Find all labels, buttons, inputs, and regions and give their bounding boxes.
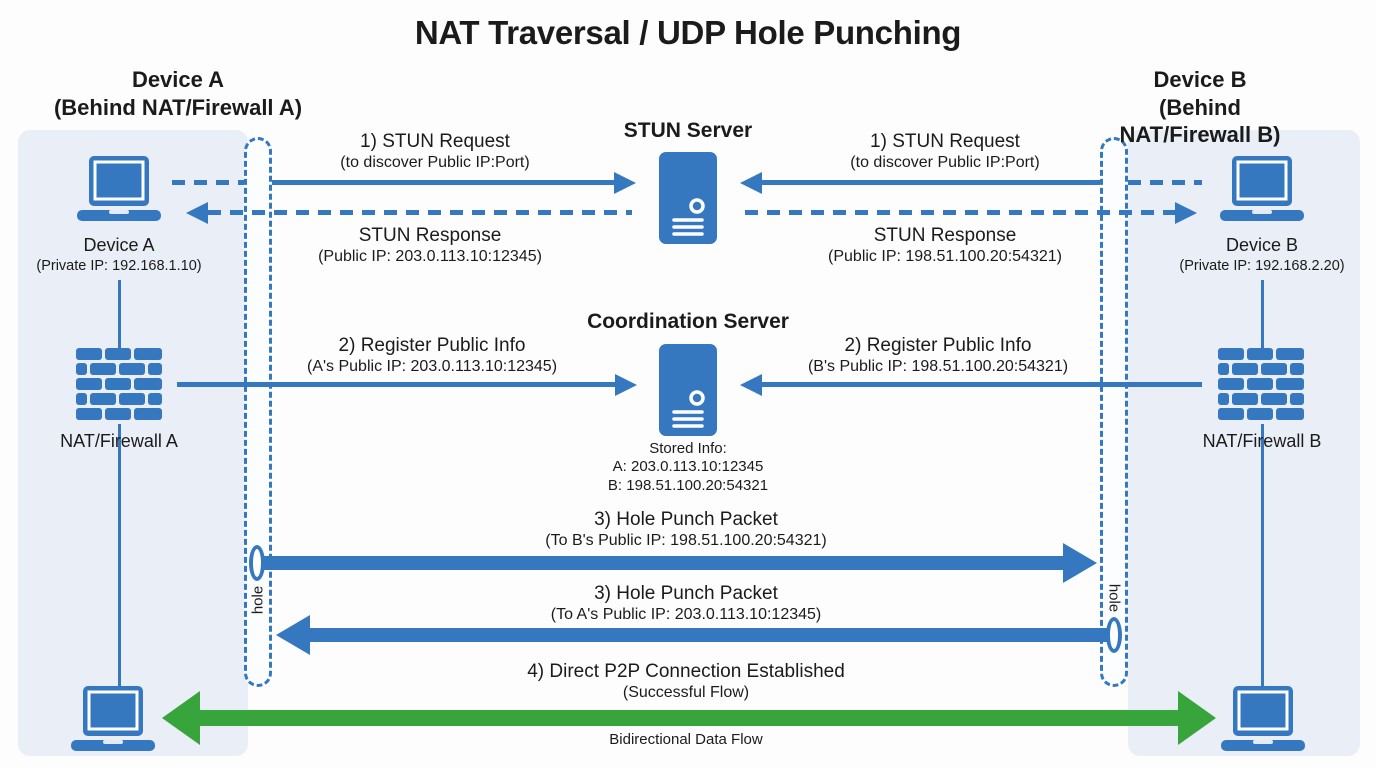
register-b-label: 2) Register Public Info (B's Public IP: … [808,334,1068,377]
p2p-line1: 4) Direct P2P Connection Established [527,661,845,682]
firewall-b-name: NAT/Firewall B [1202,431,1322,451]
stun-response-b-arrowhead [1175,202,1197,224]
firewall-b-to-bottom-link [1261,424,1264,688]
hole-punch-to-a-line2: (To A's Public IP: 203.0.113.10:12345) [550,606,822,624]
p2p-line2: (Successful Flow) [622,684,750,702]
device-b-header-line1: Device B [1153,67,1247,92]
diagram-title: NAT Traversal / UDP Hole Punching [414,14,962,51]
p2p-arrow-shaft [198,710,1180,726]
device-a-ip: (Private IP: 192.168.1.10) [36,258,202,275]
p2p-caption: Bidirectional Data Flow [609,731,762,749]
stun-request-b-arrowhead [740,172,762,194]
stun-request-a-arrow-shaft [272,180,616,185]
stored-info: Stored Info: A: 203.0.113.10:12345 B: 19… [608,440,768,495]
stun-response-a-label: STUN Response (Public IP: 203.0.113.10:1… [318,224,542,267]
device-a-to-firewall-link [118,280,121,350]
device-b-laptop-icon [1220,156,1304,221]
firewall-b-label: NAT/Firewall B [1203,430,1322,453]
firewall-a-name: NAT/Firewall A [60,431,178,451]
register-b-arrow-shaft [762,382,1202,387]
p2p-label: 4) Direct P2P Connection Established (Su… [527,660,845,703]
stun-request-a-line1: 1) STUN Request [360,131,510,152]
hole-punch-to-a-line1: 3) Hole Punch Packet [594,583,778,604]
stun-response-b-dashed-line [745,210,1175,215]
device-a-name: Device A [83,235,155,255]
p2p-arrowhead-left [162,691,200,745]
stun-request-a-dashed-segment [172,180,244,185]
device-b-header-line2: (Behind NAT/Firewall B) [1119,94,1281,148]
hole-punch-to-a-shaft [310,628,1116,642]
nat-a-boundary [244,137,272,687]
stun-request-b-line1: 1) STUN Request [870,131,1020,152]
hole-punch-to-a-label: 3) Hole Punch Packet (To A's Public IP: … [551,582,822,625]
p2p-arrowhead-right [1178,691,1216,745]
p2p-caption-text: Bidirectional Data Flow [609,731,763,748]
register-a-arrow-shaft [177,382,617,387]
firewall-b-icon [1218,348,1304,420]
device-b-ip: (Private IP: 192.168.2.20) [1179,258,1345,275]
nat-a-hole-label: hole [249,585,267,615]
stun-server-label: STUN Server [623,119,753,142]
register-a-label: 2) Register Public Info (A's Public IP: … [307,334,557,377]
device-a-bottom-laptop-icon [71,686,155,751]
stored-info-a: A: 203.0.113.10:12345 [612,458,764,476]
device-a-header-line1: Device A [131,67,225,92]
stun-request-a-line2: (to discover Public IP:Port) [340,154,530,172]
stun-request-a-label: 1) STUN Request (to discover Public IP:P… [340,130,529,173]
stun-response-a-dashed-line [208,210,632,215]
nat-a-hole-opening [249,545,265,581]
hole-punch-to-b-shaft [260,556,1063,570]
register-b-line1: 2) Register Public Info [844,335,1032,356]
stun-request-b-arrow-shaft [762,180,1100,185]
register-a-line2: (A's Public IP: 203.0.113.10:12345) [306,358,558,376]
device-a-header-line2: (Behind NAT/Firewall A) [53,94,303,120]
firewall-a-label: NAT/Firewall A [60,430,178,453]
stored-info-b: B: 198.51.100.20:54321 [607,476,769,494]
device-b-name: Device B [1225,235,1299,255]
device-a-label: Device A (Private IP: 192.168.1.10) [36,234,201,276]
register-b-arrowhead [740,374,762,396]
hole-punch-to-b-label: 3) Hole Punch Packet (To B's Public IP: … [545,508,826,551]
stun-response-b-line1: STUN Response [873,225,1017,246]
device-a-header: Device A (Behind NAT/Firewall A) [54,66,302,121]
device-b-to-firewall-link [1261,280,1264,350]
device-a-laptop-icon [77,156,161,221]
stun-request-b-line2: (to discover Public IP:Port) [850,154,1040,172]
stun-request-b-label: 1) STUN Request (to discover Public IP:P… [850,130,1039,173]
hole-punch-to-b-line1: 3) Hole Punch Packet [594,509,778,530]
hole-punch-to-b-line2: (To B's Public IP: 198.51.100.20:54321) [545,532,827,550]
hole-punch-to-a-arrowhead [276,615,310,655]
stored-info-title: Stored Info: [649,440,727,457]
stun-request-a-arrowhead [614,172,636,194]
register-b-line2: (B's Public IP: 198.51.100.20:54321) [807,358,1069,376]
device-b-bottom-laptop-icon [1221,686,1305,751]
stun-response-b-label: STUN Response (Public IP: 198.51.100.20:… [828,224,1062,267]
register-a-line1: 2) Register Public Info [338,335,526,356]
coordination-server-icon [659,344,717,436]
device-b-header: Device B (Behind NAT/Firewall B) [1112,66,1288,149]
stun-response-a-line2: (Public IP: 203.0.113.10:12345) [318,248,542,266]
hole-punch-to-b-arrowhead [1063,543,1097,583]
coordination-server-label: Coordination Server [587,310,789,333]
nat-b-boundary [1100,137,1128,687]
stun-response-b-line2: (Public IP: 198.51.100.20:54321) [828,248,1062,266]
firewall-a-icon [76,348,162,420]
nat-b-hole-opening [1106,617,1122,653]
network-a-panel [18,130,248,756]
firewall-a-to-bottom-link [118,424,121,688]
stun-response-a-arrowhead [186,202,208,224]
stun-server-icon [659,152,717,244]
device-b-label: Device B (Private IP: 192.168.2.20) [1179,234,1344,276]
stun-request-b-dashed-segment [1128,180,1202,185]
network-b-panel [1128,130,1360,756]
stun-response-a-line1: STUN Response [358,225,502,246]
nat-b-hole-label: hole [1105,583,1123,613]
register-a-arrowhead [615,374,637,396]
